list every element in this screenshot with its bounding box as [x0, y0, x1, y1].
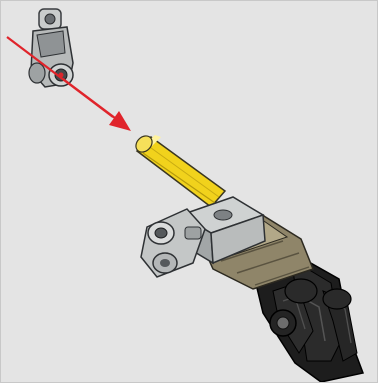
axle-icon [133, 133, 225, 207]
connector-part-icon [29, 9, 73, 87]
arm-assembly-icon [141, 197, 363, 382]
